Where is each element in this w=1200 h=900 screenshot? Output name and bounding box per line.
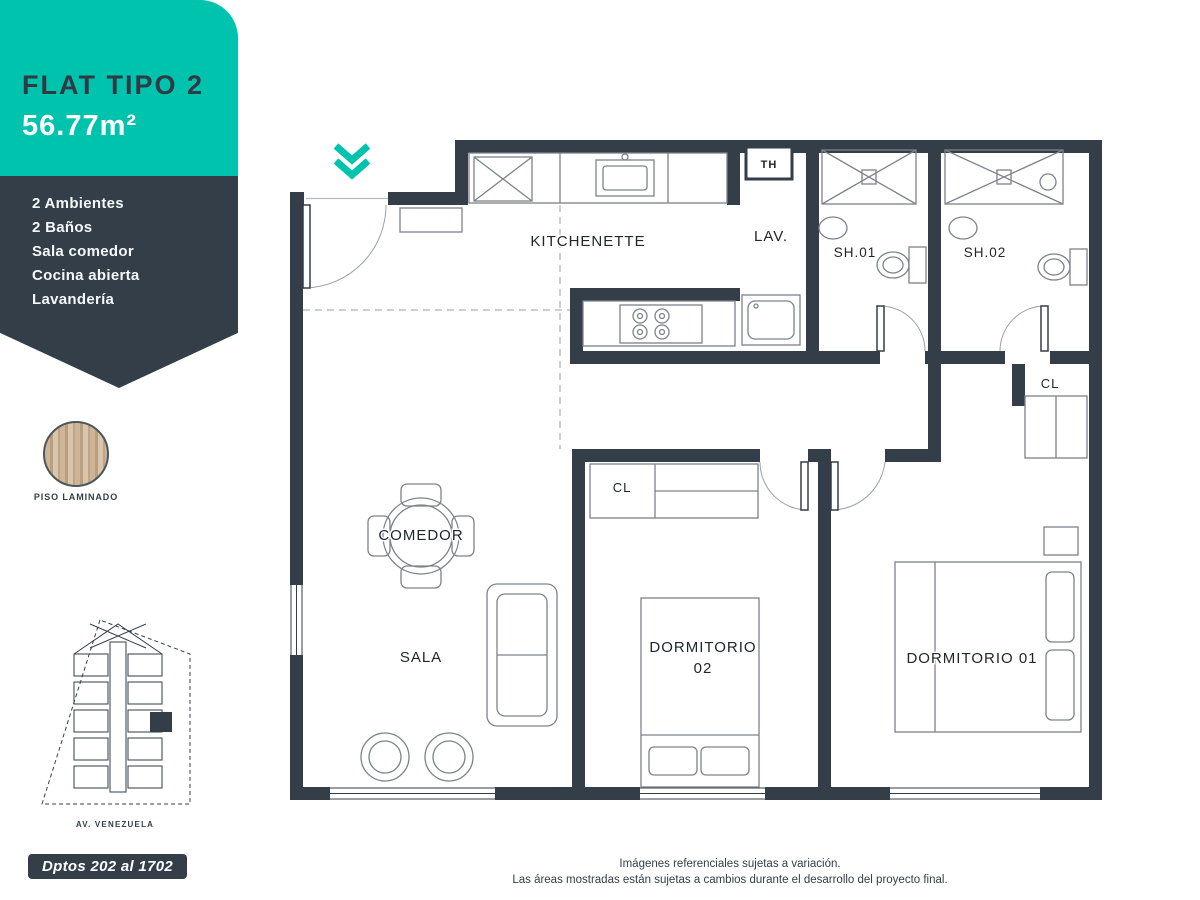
feature-item: 2 Ambientes [32, 195, 124, 212]
room-label-dorm02-line2: 02 [694, 660, 713, 677]
material-label: PISO LAMINADO [33, 492, 119, 502]
feature-item: Sala comedor [32, 243, 134, 260]
dashed-reference-lines [303, 205, 570, 449]
windows [290, 585, 1040, 800]
room-label-kitchenette: KITCHENETTE [530, 233, 645, 250]
location-key-plan [41, 619, 191, 805]
highlighted-unit [150, 712, 172, 732]
feature-item: Lavandería [32, 291, 115, 308]
room-labels: KITCHENETTE TH LAV. SH.01 SH.02 CL CL CO… [377, 158, 1060, 679]
disclaimer-line1: Imágenes referenciales sujetas a variaci… [619, 858, 841, 870]
double-chevron-down-icon [333, 143, 371, 180]
room-label-comedor: COMEDOR [378, 527, 463, 544]
room-label-sh02: SH.02 [964, 245, 1007, 260]
plan-type-header: FLAT TIPO 2 56.77m² [0, 0, 238, 176]
water-heater-box [744, 145, 794, 181]
feature-item: Cocina abierta [32, 267, 140, 284]
doors [302, 204, 1049, 511]
disclaimer: Imágenes referenciales sujetas a variaci… [280, 856, 1180, 888]
street-label: AV. VENEZUELA [75, 820, 155, 829]
furniture [306, 149, 1088, 788]
plan-area-value: 56.77m² [22, 110, 138, 142]
room-label-lav: LAV. [754, 228, 788, 245]
room-label-dorm02-line1: DORMITORIO [649, 639, 756, 656]
plan-type-title: FLAT TIPO 2 [22, 70, 204, 100]
room-label-sala: SALA [400, 649, 442, 666]
room-label-th: TH [761, 159, 778, 171]
room-label-dorm01: DORMITORIO 01 [906, 650, 1037, 667]
units-badge: Dptos 202 al 1702 [28, 854, 188, 879]
feature-item: 2 Baños [32, 219, 93, 236]
wood-material-swatch [43, 421, 109, 487]
room-label-cl-bedroom: CL [613, 480, 632, 495]
room-label-cl-hall: CL [1041, 376, 1060, 391]
walls [290, 140, 1102, 800]
disclaimer-line2: Las áreas mostradas están sujetas a camb… [512, 874, 948, 886]
room-label-sh01: SH.01 [834, 245, 877, 260]
